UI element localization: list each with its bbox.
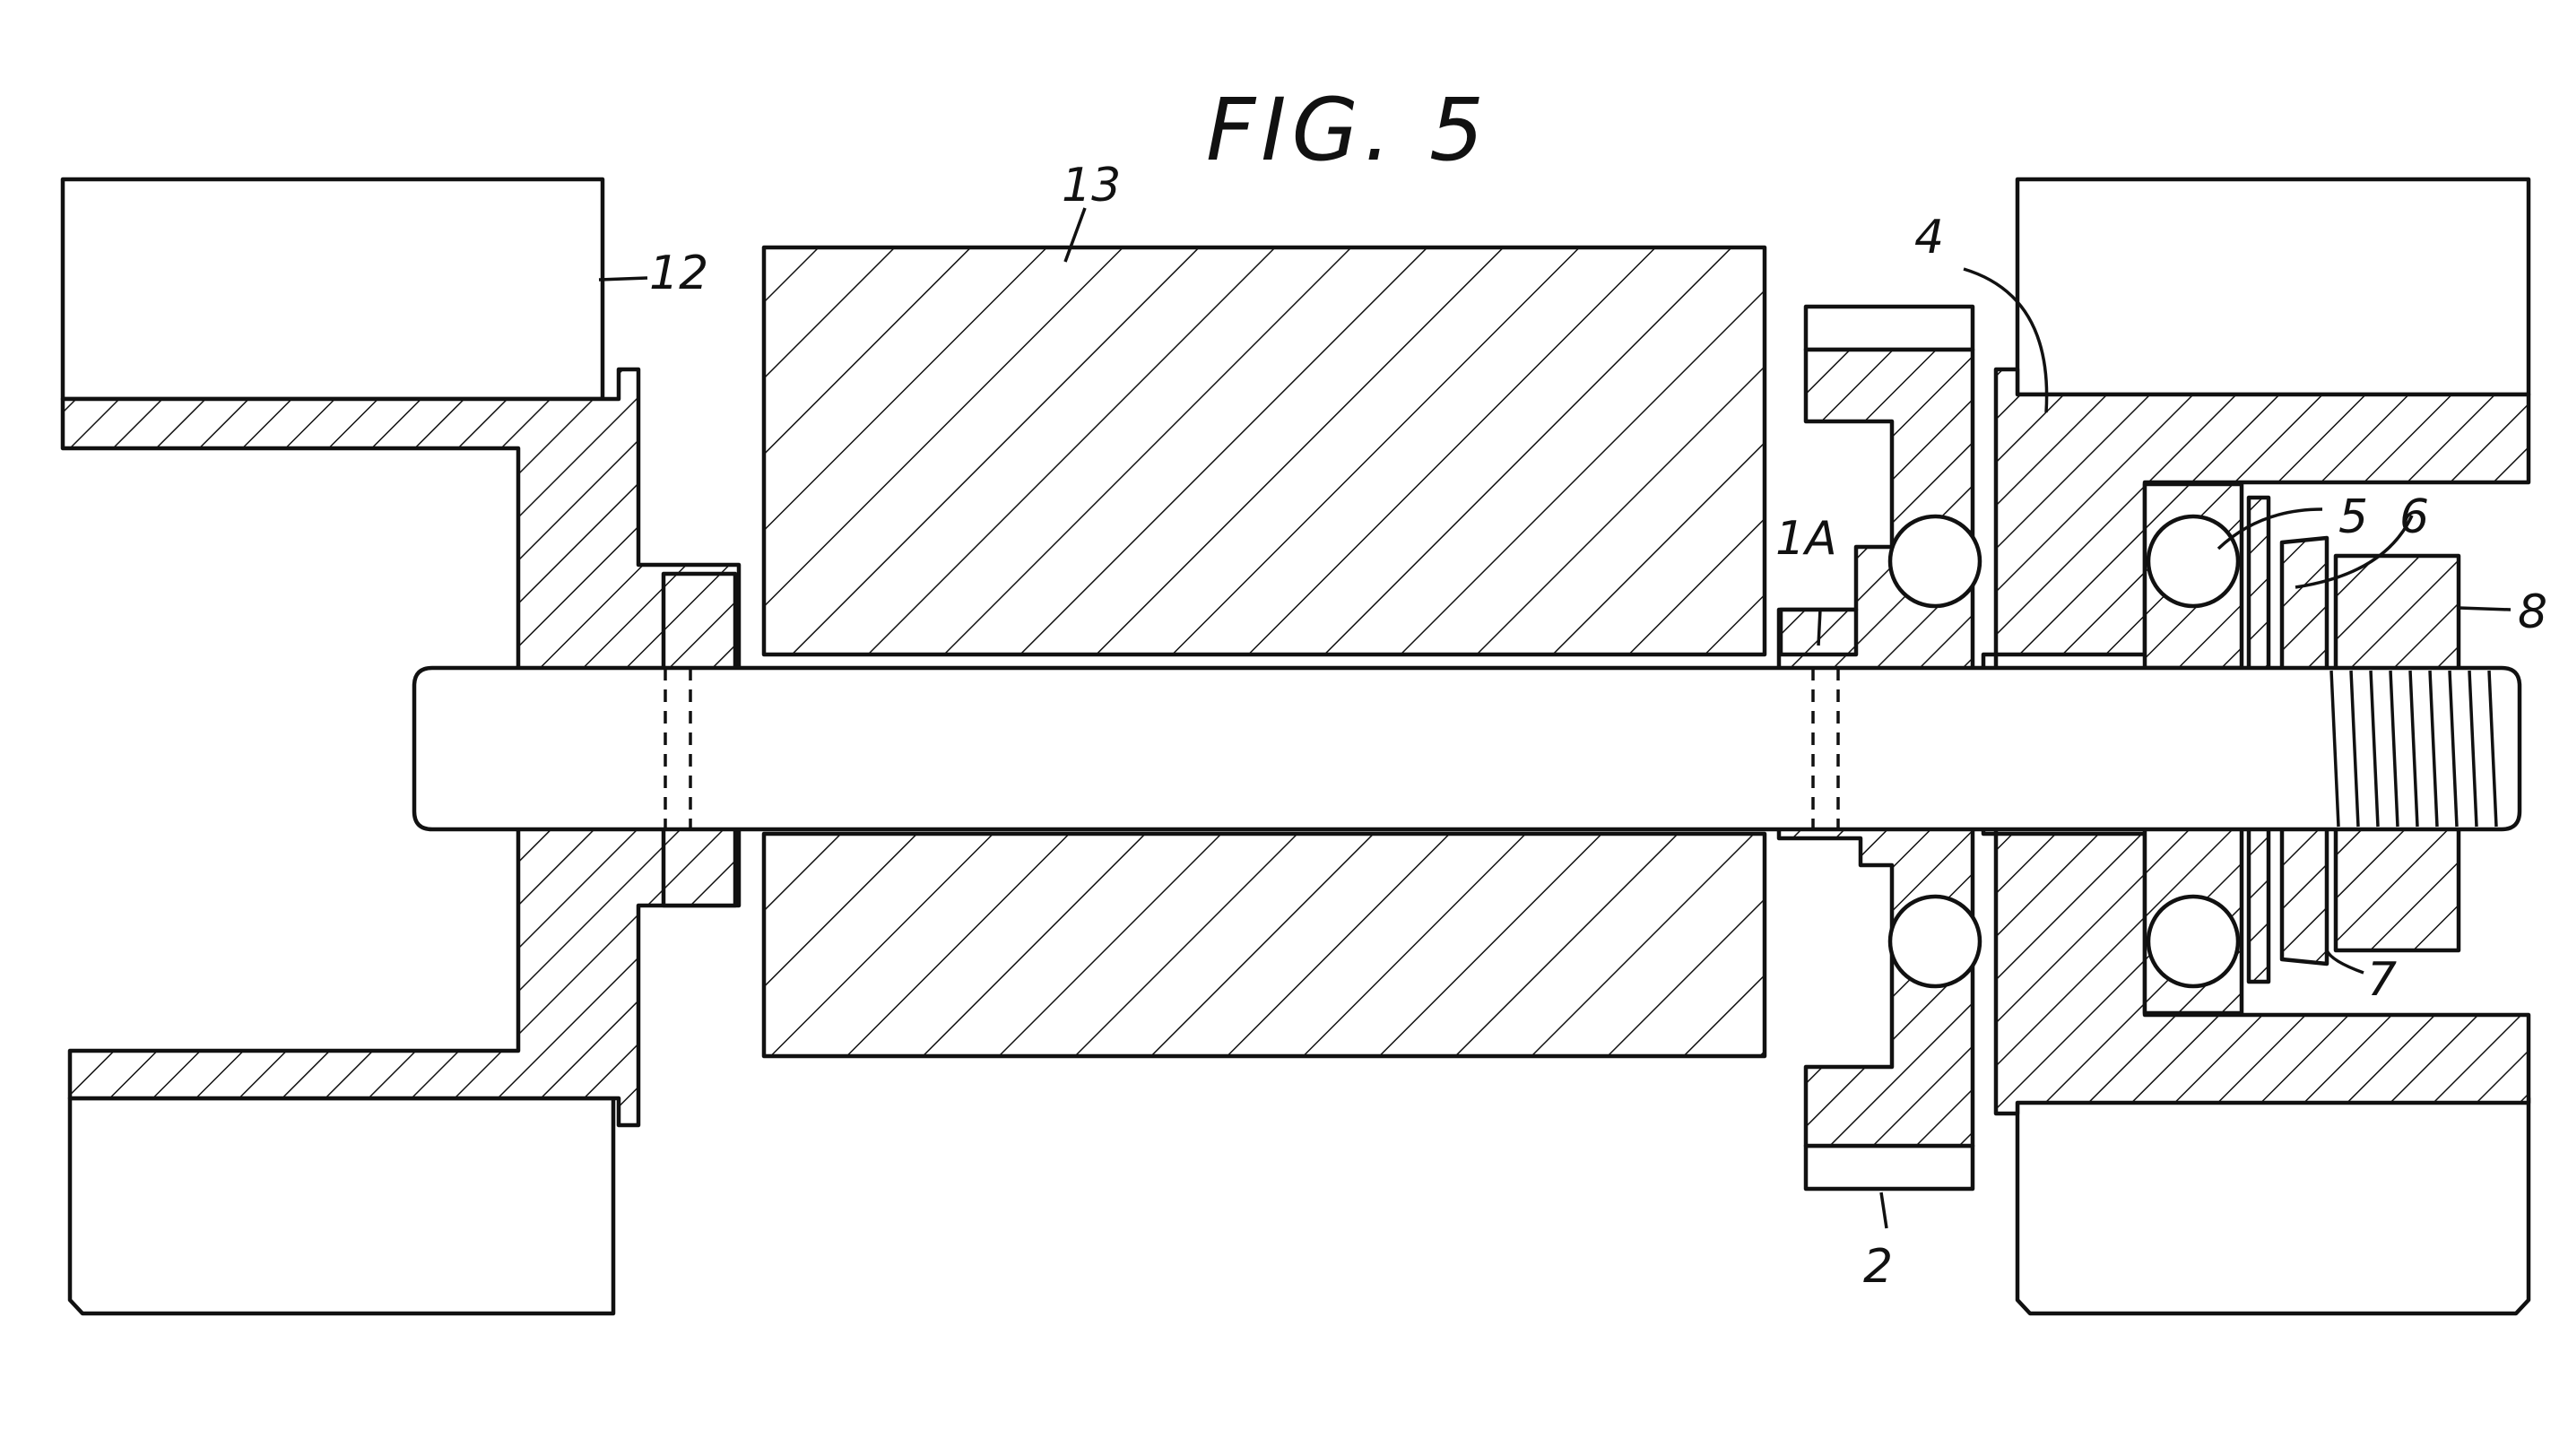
figure-title: FIG. 5 [1206,80,1489,180]
body-lower [764,834,1765,1056]
ball-left-bottom [1890,897,1980,986]
ball-right-top [2148,516,2238,606]
label-flange: 2 [1863,1240,1893,1294]
body-upper [764,247,1765,654]
ball-left-top [1890,516,1980,606]
label-nut: 8 [2518,585,2547,639]
label-spring-washer: 7 [2367,953,2397,1007]
label-frame-left: 12 [649,247,708,300]
ball-right-bottom [2148,897,2238,986]
label-housing: 4 [1914,211,1944,264]
label-ball: 5 [2338,490,2368,544]
right-bottom-pad [2017,1098,2529,1313]
label-spacer: 6 [2399,490,2429,544]
label-washer: 1A [1775,512,1837,566]
flange-bottom-cap [1806,1146,1973,1189]
left-top-pad [63,179,603,399]
left-bottom-pad [70,1098,613,1313]
shaft [414,668,2520,829]
flange-top-cap [1806,307,1973,350]
right-top-pad [2017,179,2529,394]
label-body: 13 [1062,159,1121,212]
